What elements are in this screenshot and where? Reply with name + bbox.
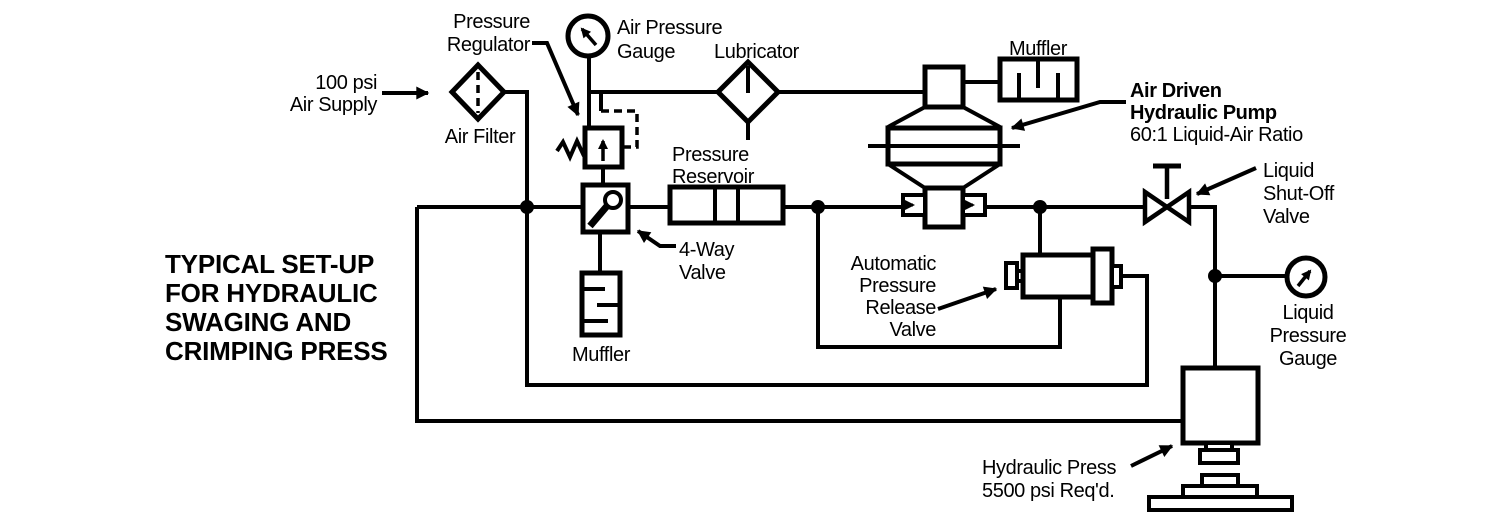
release-valve-leader — [937, 286, 998, 311]
press-cylinder — [1180, 365, 1261, 446]
exhaust-muffler: Muffler — [572, 270, 631, 366]
air-supply-label: Air Supply — [290, 94, 378, 116]
liquid-line — [628, 205, 1288, 368]
shutoff-valve-label: Liquid — [1263, 160, 1314, 182]
liquid-pressure-gauge: Liquid Pressure Gauge — [1270, 255, 1347, 370]
muffler-bottom-baffles — [582, 287, 620, 323]
regulator-spring — [555, 136, 586, 162]
release-valve-label: Pressure — [859, 275, 936, 297]
air-supply-label: 100 psi — [315, 72, 377, 94]
shutoff-valve-label: Shut-Off — [1263, 183, 1335, 205]
outer-return-line — [415, 207, 1183, 423]
hydraulic-press-label: 5500 psi Req'd. — [982, 480, 1114, 502]
pump-label: Hydraulic Pump — [1130, 102, 1277, 124]
release-valve-label: Release — [865, 297, 936, 319]
pressure-reservoir-label: Reservoir — [672, 166, 755, 188]
title-line: SWAGING AND — [165, 307, 351, 337]
liquid-gauge-label: Liquid — [1283, 302, 1334, 324]
hydraulic-press: Hydraulic Press 5500 psi Req'd. — [982, 365, 1294, 512]
press-ram — [1198, 448, 1240, 465]
junction-dot — [520, 200, 534, 214]
filter-output-line — [504, 90, 529, 207]
reservoir-dividers — [713, 187, 740, 223]
release-valve-pilot-loop — [816, 207, 1062, 349]
muffler-top-label: Muffler — [1009, 38, 1068, 60]
hydraulic-press-label: Hydraulic Press — [982, 457, 1116, 479]
shutoff-valve-left-triangle — [1142, 187, 1171, 227]
air-pressure-gauge-needle — [580, 27, 598, 47]
air-pressure-gauge-label: Gauge — [617, 41, 675, 63]
release-valve-label: Valve — [889, 319, 936, 341]
pump-muffler: Muffler — [997, 38, 1080, 103]
release-valve: Automatic Pressure Release Valve — [851, 246, 1123, 341]
pump-lower-flare — [886, 162, 1002, 190]
diagram-title: TYPICAL SET-UP FOR HYDRAULIC SWAGING AND… — [165, 249, 388, 366]
title-line: TYPICAL SET-UP — [165, 249, 374, 279]
pressure-regulator-label: Regulator — [447, 34, 531, 56]
return-loops — [415, 207, 1183, 423]
pressure-regulator: Pressure Regulator — [447, 11, 625, 170]
regulator-pilot-dashed-line — [601, 109, 639, 149]
air-supply: 100 psi Air Supply — [290, 72, 430, 116]
pump-air-inlet-box — [922, 64, 966, 110]
four-way-valve: 4-Way Valve — [580, 182, 735, 284]
air-filter-label: Air Filter — [445, 126, 516, 148]
pressure-reservoir-label: Pressure — [672, 144, 749, 166]
muffler-bottom-label: Muffler — [572, 344, 631, 366]
junction-dot — [1208, 269, 1222, 283]
shutoff-valve: Liquid Shut-Off Valve — [1142, 160, 1335, 228]
four-way-valve-label: 4-Way — [679, 239, 734, 261]
title-line: FOR HYDRAULIC — [165, 278, 378, 308]
reservoir-body — [667, 184, 786, 226]
shutoff-valve-label: Valve — [1263, 206, 1310, 228]
lubricator-label: Lubricator — [714, 41, 800, 63]
shutoff-valve-right-triangle — [1163, 187, 1192, 227]
pressure-regulator-label: Pressure — [453, 11, 530, 33]
liquid-gauge-needle — [1296, 269, 1312, 288]
lubricator: Lubricator — [714, 41, 800, 140]
shutoff-press-line — [1189, 205, 1217, 368]
air-pressure-gauge: Air Pressure Gauge — [565, 13, 723, 63]
air-filter: Air Filter — [445, 61, 516, 148]
four-way-valve-knob — [603, 190, 623, 210]
shutoff-valve-leader — [1195, 166, 1257, 196]
four-way-valve-leader — [636, 229, 676, 248]
pump-liquid-section — [922, 185, 966, 230]
release-valve-body — [1020, 252, 1096, 300]
junction-dot — [811, 200, 825, 214]
pump-label: Air Driven — [1130, 80, 1222, 102]
release-valve-label: Automatic — [851, 253, 937, 275]
four-way-valve-lever — [587, 203, 610, 229]
liquid-gauge-label: Gauge — [1279, 348, 1337, 370]
release-valve-cap — [1090, 246, 1115, 306]
junction-dot — [1033, 200, 1047, 214]
title-line: CRIMPING PRESS — [165, 336, 388, 366]
liquid-gauge-label: Pressure — [1270, 325, 1347, 347]
muffler-top-baffles — [1017, 59, 1060, 100]
pressure-reservoir: Pressure Reservoir — [667, 144, 786, 226]
hydraulic-pump: Air Driven Hydraulic Pump 60:1 Liquid-Ai… — [868, 64, 1303, 230]
pump-upper-flare — [887, 105, 1001, 129]
release-valve-right-nub — [1110, 264, 1123, 289]
pump-ratio-label: 60:1 Liquid-Air Ratio — [1130, 124, 1303, 146]
pressure-regulator-leader — [532, 41, 580, 117]
four-way-valve-label: Valve — [679, 262, 726, 284]
inner-return-line — [525, 207, 1149, 387]
press-base — [1147, 495, 1294, 512]
junction-dots — [520, 200, 1222, 283]
pump-leader — [1010, 100, 1126, 131]
air-supply-line — [417, 56, 1000, 273]
hydraulic-press-leader — [1130, 444, 1174, 468]
air-pressure-gauge-label: Air Pressure — [617, 17, 723, 39]
